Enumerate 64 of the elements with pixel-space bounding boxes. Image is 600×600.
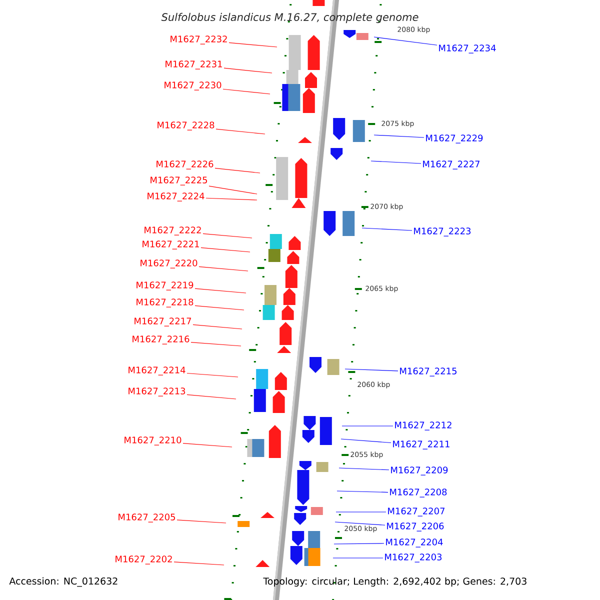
leader-line: [374, 134, 424, 138]
leader-line: [194, 305, 244, 310]
gene-label: M1627_2222: [144, 226, 201, 236]
accession-text: Accession: NC_012632: [9, 577, 118, 587]
leader-line: [208, 186, 258, 194]
gene-label: M1627_2226: [156, 160, 214, 170]
leader-line: [334, 522, 386, 526]
gene-label: M1627_2225: [150, 176, 207, 186]
gene-label: M1627_2210: [124, 436, 182, 446]
leader-line: [214, 168, 260, 174]
leader-line: [186, 394, 236, 400]
gene-label: M1627_2218: [136, 298, 194, 308]
leader-line: [224, 68, 272, 74]
gene-label: M1627_2232: [170, 36, 227, 44]
gene-label: M1627_2208: [390, 488, 447, 498]
leader-line: [228, 42, 278, 48]
leader-line: [362, 228, 412, 231]
gene-label: M1627_2234: [439, 44, 496, 54]
leader-line: [206, 198, 258, 200]
leader-line: [182, 443, 232, 448]
map-title: Sulfolobus islandicus M.16.27, complete genome: [161, 12, 418, 24]
gene-label: M1627_2227: [423, 160, 480, 170]
gene-label: M1627_2202: [116, 556, 172, 564]
gene-label: M1627_2229: [426, 134, 483, 144]
leader-line: [374, 36, 438, 46]
gene-label: M1627_2216: [132, 336, 190, 344]
gene-label: M1627_2220: [140, 260, 198, 268]
gene-label: M1627_2206: [387, 522, 444, 532]
leader-line: [198, 266, 248, 272]
leader-line: [216, 128, 266, 134]
gene-label: M1627_2211: [393, 440, 450, 450]
gene-label: M1627_2214: [128, 366, 186, 376]
leader-line: [340, 438, 392, 444]
gene-label: M1627_2231: [166, 60, 222, 70]
leader-line: [334, 543, 384, 544]
gene-label: M1627_2212: [395, 422, 452, 430]
gene-label: M1627_2204: [386, 538, 443, 548]
leader-line: [192, 324, 242, 330]
leader-line: [200, 247, 250, 252]
genome-info-text: Topology: circular; Length: 2,692,402 bp; Genes: 2,703: [263, 577, 526, 587]
gene-label: M1627_2219: [136, 282, 194, 290]
leader-line: [194, 288, 246, 294]
gene-label: M1627_2215: [400, 368, 456, 376]
leader-line: [174, 562, 224, 566]
leader-line: [222, 88, 270, 94]
leader-line: [338, 468, 390, 470]
gene-label: M1627_2224: [148, 192, 204, 202]
gene-label: M1627_2223: [414, 228, 471, 236]
leader-line: [344, 368, 398, 372]
leader-line: [336, 490, 388, 493]
gene-label: M1627_2205: [118, 514, 175, 522]
leader-line: [202, 233, 252, 238]
gene-label: M1627_2217: [134, 318, 192, 326]
gene-label: M1627_2228: [158, 122, 214, 130]
gene-label: M1627_2203: [385, 554, 442, 562]
gene-label: M1627_2209: [391, 466, 448, 476]
gene-label: M1627_2207: [388, 508, 444, 516]
leader-line: [186, 372, 238, 378]
leader-line: [370, 160, 422, 164]
gene-label: M1627_2230: [164, 82, 222, 90]
gene-label: M1627_2213: [128, 388, 186, 396]
leader-line: [190, 342, 242, 346]
leader-line: [176, 520, 226, 524]
gene-label: M1627_2221: [142, 240, 199, 250]
